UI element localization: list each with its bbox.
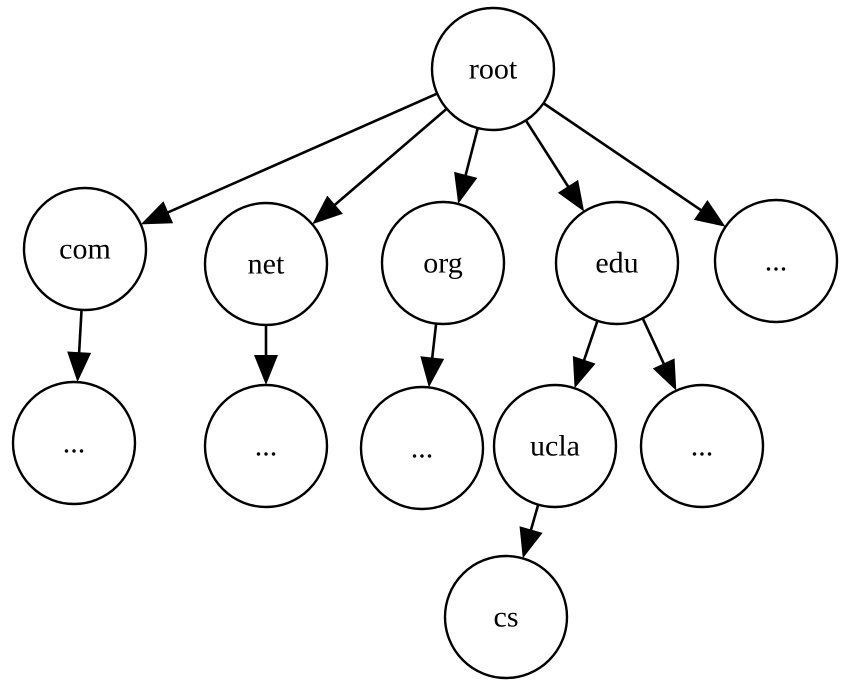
node-top-more: ... bbox=[713, 198, 839, 324]
node-edu-more: ... bbox=[639, 383, 765, 509]
node-org-label: org bbox=[423, 247, 462, 280]
edge-root-to-net bbox=[312, 107, 448, 225]
edge-line bbox=[332, 107, 448, 207]
node-org-child-label: ... bbox=[411, 432, 434, 465]
node-edu-more-label: ... bbox=[691, 430, 714, 463]
arrowhead-icon bbox=[454, 171, 478, 204]
node-cs-circle bbox=[443, 554, 569, 680]
edge-edu-to-edu-more bbox=[641, 317, 677, 391]
node-net-child-circle bbox=[203, 383, 329, 509]
node-ucla-circle bbox=[492, 383, 618, 509]
node-ucla: ucla bbox=[492, 383, 618, 509]
edge-line bbox=[524, 119, 571, 189]
edge-line bbox=[430, 323, 438, 360]
node-root-label: root bbox=[469, 53, 518, 86]
arrowhead-icon bbox=[557, 179, 585, 212]
node-com-circle bbox=[22, 186, 148, 312]
edge-root-to-com bbox=[140, 92, 438, 225]
arrowhead-icon bbox=[693, 199, 726, 227]
edge-line bbox=[542, 102, 704, 213]
edge-root-to-top-more bbox=[542, 102, 726, 227]
node-com: com bbox=[22, 186, 148, 312]
edge-line bbox=[641, 317, 666, 366]
node-edu-circle bbox=[554, 200, 680, 326]
node-edu: edu bbox=[554, 200, 680, 326]
node-net-label: net bbox=[248, 248, 285, 281]
arrowhead-icon bbox=[67, 351, 92, 383]
arrowhead-icon bbox=[572, 355, 596, 389]
node-cs: cs bbox=[443, 554, 569, 680]
node-edu-more-circle bbox=[639, 383, 765, 509]
node-ucla-label: ucla bbox=[530, 430, 580, 463]
edge-root-to-edu bbox=[524, 119, 585, 212]
edge-edu-to-ucla bbox=[572, 320, 599, 389]
node-root-circle bbox=[430, 6, 556, 132]
edge-net-to-net-child bbox=[254, 325, 278, 385]
edge-line bbox=[582, 320, 599, 363]
arrowhead-icon bbox=[519, 526, 543, 559]
node-org: org bbox=[380, 200, 506, 326]
edge-ucla-to-cs bbox=[519, 504, 543, 559]
node-org-child: ... bbox=[359, 385, 485, 511]
node-root: root bbox=[430, 6, 556, 132]
edges-layer bbox=[67, 92, 726, 559]
node-com-child-label: ... bbox=[63, 427, 86, 460]
node-net: net bbox=[203, 201, 329, 327]
node-cs-label: cs bbox=[494, 601, 519, 634]
arrowhead-icon bbox=[420, 356, 445, 388]
node-com-child: ... bbox=[11, 380, 137, 506]
arrowhead-icon bbox=[312, 195, 343, 225]
node-edu-label: edu bbox=[595, 247, 638, 280]
edge-root-to-org bbox=[454, 127, 480, 204]
node-org-child-circle bbox=[359, 385, 485, 511]
arrowhead-icon bbox=[140, 201, 174, 225]
node-com-child-circle bbox=[11, 380, 137, 506]
node-com-label: com bbox=[59, 233, 111, 266]
node-net-child-label: ... bbox=[255, 430, 278, 463]
edge-line bbox=[463, 127, 480, 178]
edge-line bbox=[77, 309, 83, 355]
edge-line bbox=[529, 504, 540, 532]
node-top-more-circle bbox=[713, 198, 839, 324]
arrowhead-icon bbox=[254, 355, 278, 385]
node-top-more-label: ... bbox=[765, 245, 788, 278]
node-org-circle bbox=[380, 200, 506, 326]
node-net-child: ... bbox=[203, 383, 329, 509]
node-net-circle bbox=[203, 201, 329, 327]
edge-line bbox=[165, 92, 438, 215]
edge-org-to-org-child bbox=[420, 323, 445, 388]
arrowhead-icon bbox=[652, 358, 677, 391]
edge-com-to-com-child bbox=[67, 309, 92, 383]
